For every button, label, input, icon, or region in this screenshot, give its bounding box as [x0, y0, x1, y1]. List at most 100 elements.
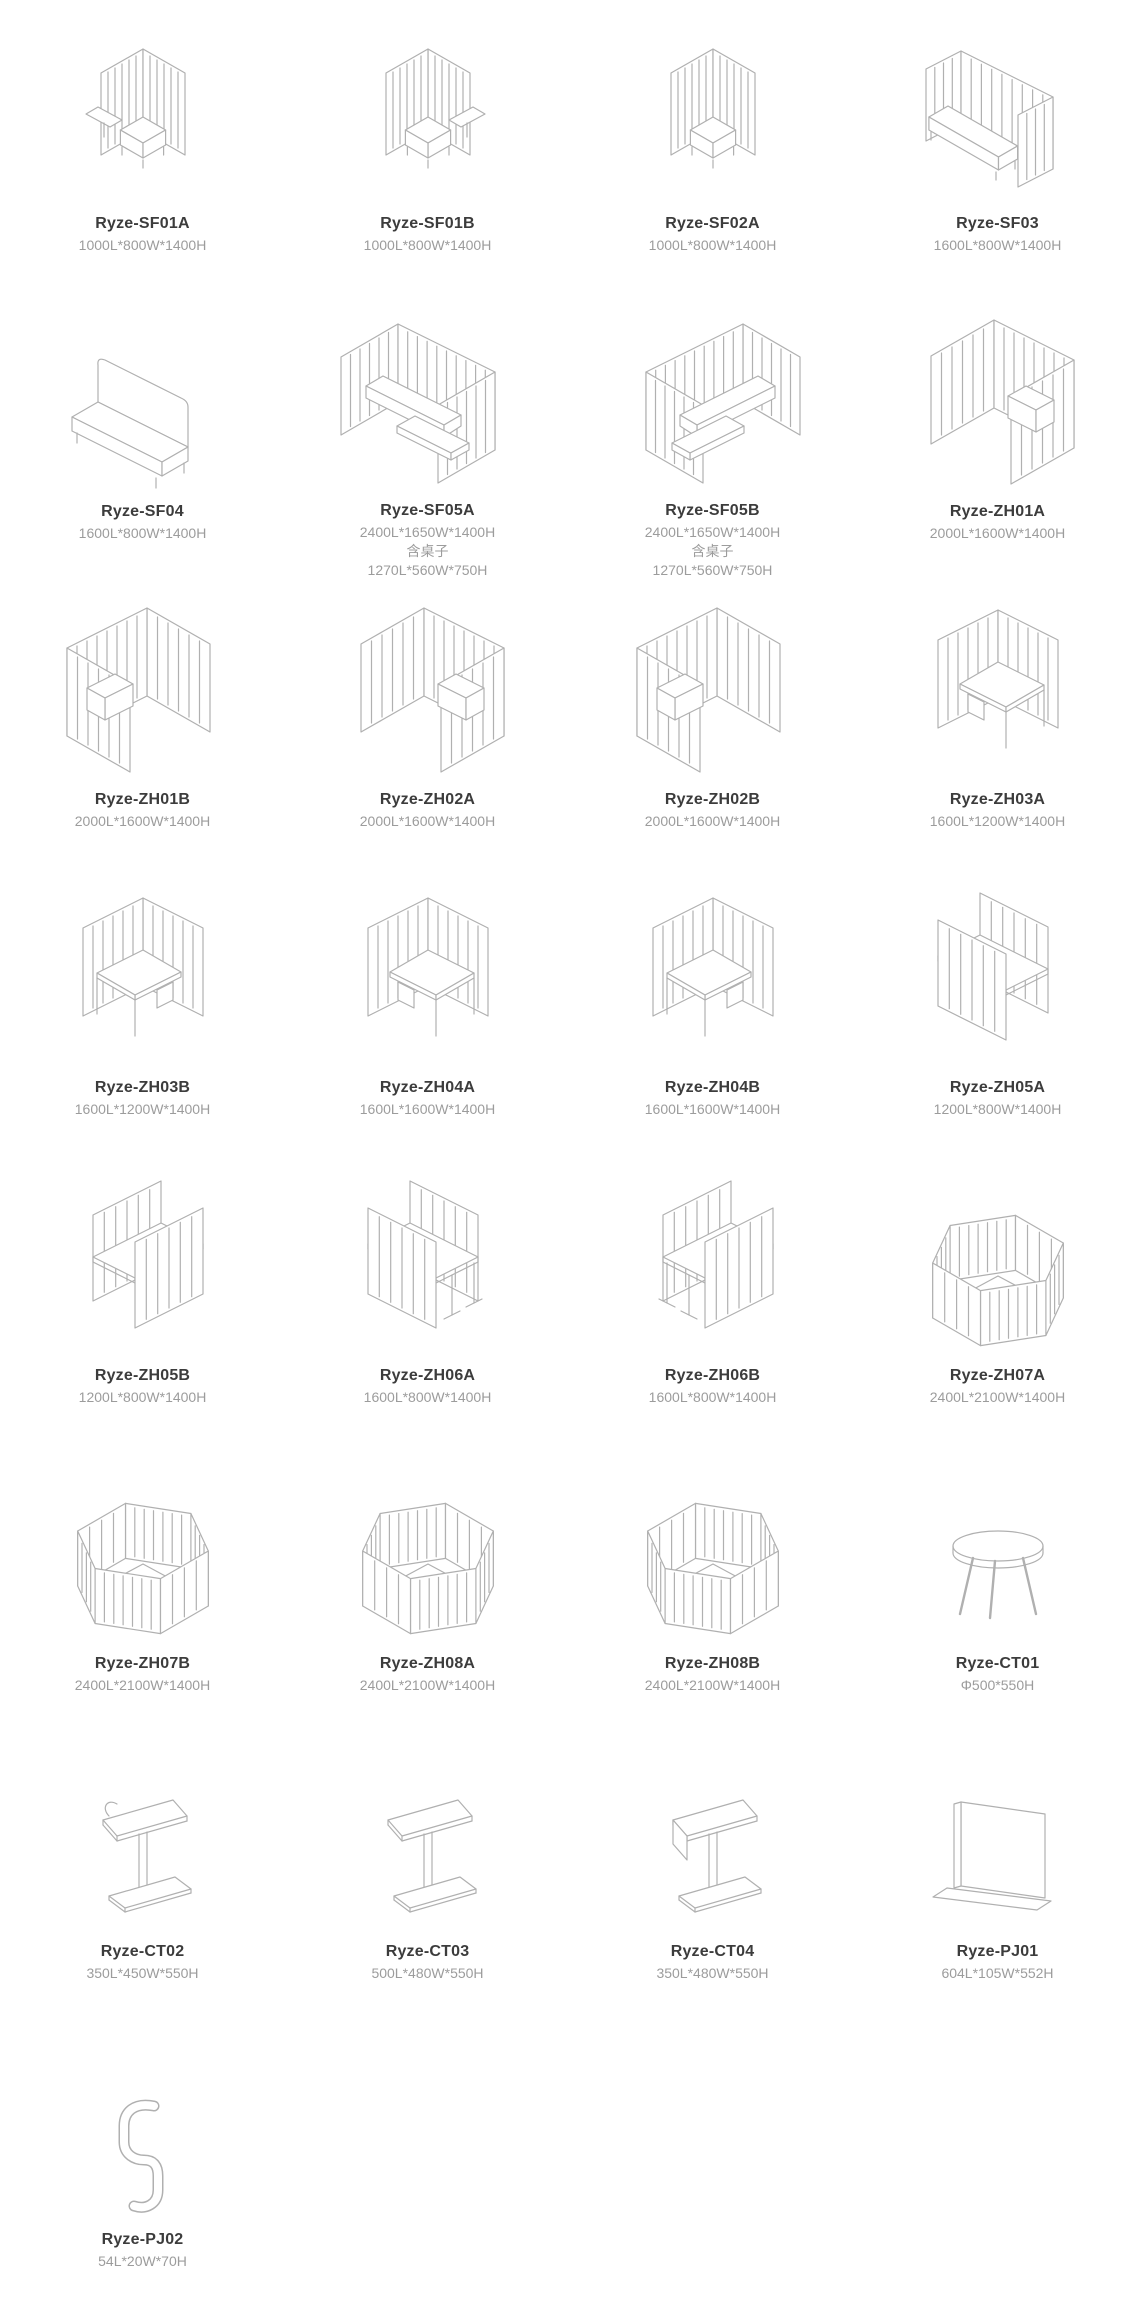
- product-name: Ryze-CT02: [100, 1943, 185, 1960]
- dimension-line: 350L*450W*550H: [86, 1965, 199, 1981]
- dimension-line: 1000L*800W*1400H: [78, 237, 207, 253]
- product-name: Ryze-SF05B: [665, 502, 760, 520]
- product-dimensions: 2000L*1600W*1400H: [645, 812, 780, 831]
- dimension-line: 2400L*2100W*1400H: [359, 1677, 496, 1693]
- carrel-desk-legs-icon: [366, 1180, 483, 1329]
- product-drawing: [348, 1156, 508, 1358]
- product-dimensions: 350L*450W*550H: [86, 1964, 198, 1983]
- product-dimensions: 1600L*1200W*1400H: [75, 1100, 210, 1119]
- product-dimensions: 1600L*800W*1400H: [934, 236, 1062, 255]
- enclosure-table-icon: [65, 607, 211, 773]
- dimension-line: 1200L*800W*1400H: [933, 1101, 1062, 1117]
- dimension-line: 1600L*1600W*1400H: [644, 1101, 781, 1117]
- enclosure-table-icon: [929, 319, 1075, 485]
- product-drawing: [353, 4, 503, 206]
- product-name: Ryze-SF05A: [380, 502, 475, 520]
- product-card: Ryze-PJ01 604L*105W*552H: [855, 1732, 1140, 2020]
- product-dimensions: 1200L*800W*1400H: [79, 1388, 207, 1407]
- carrel-desk-icon: [91, 1180, 204, 1329]
- product-name: Ryze-ZH05A: [949, 1079, 1046, 1096]
- dimension-line: 1600L*800W*1400H: [648, 1389, 777, 1405]
- product-dimensions: 1600L*800W*1400H: [79, 524, 207, 543]
- dimension-line: 1600L*1200W*1400H: [74, 1101, 211, 1117]
- product-drawing: [623, 580, 803, 782]
- product-name: Ryze-ZH06B: [664, 1367, 761, 1384]
- product-dimensions: 2000L*1600W*1400H: [75, 812, 210, 831]
- enclosure-table-icon: [359, 607, 505, 773]
- dimension-line: 1200L*800W*1400H: [78, 1389, 207, 1405]
- product-name: Ryze-ZH02A: [379, 791, 476, 808]
- dimension-line: 2400L*2100W*1400H: [929, 1389, 1066, 1405]
- dimension-line: 604L*105W*552H: [941, 1965, 1054, 1981]
- product-drawing: [333, 1444, 523, 1646]
- booth-table-icon: [644, 323, 801, 484]
- product-drawing: [608, 292, 818, 493]
- product-drawing: [338, 580, 518, 782]
- product-dimensions: 2000L*1600W*1400H: [930, 524, 1065, 543]
- product-dimensions: 1600L*1600W*1400H: [645, 1100, 780, 1119]
- product-dimensions: 1200L*800W*1400H: [934, 1100, 1062, 1119]
- corner-desk-icon: [936, 609, 1059, 749]
- product-drawing: [918, 868, 1078, 1070]
- product-dimensions: 2400L*2100W*1400H: [930, 1388, 1065, 1407]
- product-card: Ryze-CT02 350L*450W*550H: [0, 1732, 285, 2020]
- dimension-line: 1600L*800W*1400H: [78, 525, 207, 541]
- dimension-line: 1600L*800W*1400H: [933, 237, 1062, 253]
- product-dimensions: 2400L*2100W*1400H: [360, 1676, 495, 1695]
- dimension-line: 2000L*1600W*1400H: [929, 525, 1066, 541]
- product-name: Ryze-PJ01: [956, 1943, 1039, 1960]
- product-card: Ryze-ZH06B 1600L*800W*1400H: [570, 1156, 855, 1444]
- hex-pod-icon: [646, 1502, 779, 1635]
- dimension-line: 1270L*560W*750H: [367, 562, 488, 579]
- hex-pod-icon: [76, 1502, 209, 1635]
- dimension-line: 2400L*1650W*1400H: [644, 524, 781, 541]
- dimension-line: 2000L*1600W*1400H: [74, 813, 211, 829]
- round-table-icon: [951, 1530, 1044, 1620]
- product-drawing: [53, 580, 233, 782]
- enclosure-table-icon: [635, 607, 781, 773]
- product-drawing: [933, 1444, 1063, 1646]
- dimension-line: 2400L*2100W*1400H: [644, 1677, 781, 1693]
- product-dimensions: 2000L*1600W*1400H: [360, 812, 495, 831]
- product-drawing: [638, 4, 788, 206]
- product-name: Ryze-ZH07B: [94, 1655, 191, 1672]
- product-dimensions: 1600L*800W*1400H: [649, 1388, 777, 1407]
- product-dimensions: 350L*480W*550H: [656, 1964, 768, 1983]
- product-drawing: [618, 1444, 808, 1646]
- product-drawing: [98, 2020, 188, 2222]
- product-drawing: [923, 1732, 1073, 1934]
- product-name: Ryze-ZH08B: [664, 1655, 761, 1672]
- product-name: Ryze-CT01: [955, 1655, 1040, 1672]
- dimension-line: 含桌子: [691, 543, 734, 560]
- sofa-icon: [70, 358, 189, 489]
- product-drawing: [63, 1156, 223, 1358]
- side-table-icon: [386, 1799, 477, 1913]
- pod-chair-icon: [384, 48, 486, 169]
- pod-seat-icon: [669, 48, 756, 169]
- product-name: Ryze-ZH06A: [379, 1367, 476, 1384]
- product-name: Ryze-SF03: [956, 215, 1039, 232]
- product-name: Ryze-CT04: [670, 1943, 755, 1960]
- product-dimensions: 1600L*1200W*1400H: [930, 812, 1065, 831]
- dimension-line: 2000L*1600W*1400H: [359, 813, 496, 829]
- product-drawing: [908, 292, 1088, 494]
- product-card: Ryze-ZH05A 1200L*800W*1400H: [855, 868, 1140, 1156]
- dimension-line: 2400L*1650W*1400H: [359, 524, 496, 541]
